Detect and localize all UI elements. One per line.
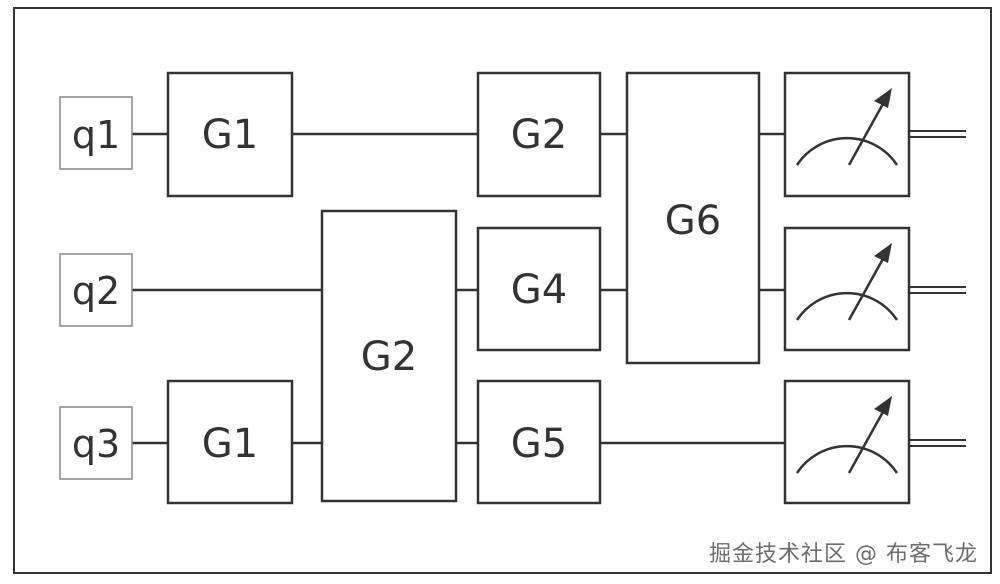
gate-g2-q1: G2 — [476, 71, 602, 198]
gate-label: G2 — [511, 112, 567, 158]
gate-box — [625, 71, 761, 365]
meter-icon — [795, 243, 899, 321]
gate-g1-q1: G1 — [166, 71, 294, 198]
qubit-label-q1: q1 — [59, 96, 133, 170]
meter-icon — [795, 396, 899, 474]
gate-g5-q3: G5 — [476, 379, 602, 505]
gate-g6-q1q2: G6 — [625, 71, 761, 365]
gate-label: G4 — [511, 267, 567, 313]
gate-box — [166, 379, 294, 505]
gate-label: G1 — [202, 112, 258, 158]
qubit-label-text: q3 — [72, 422, 120, 466]
gate-label: G5 — [511, 421, 567, 467]
wires — [132, 132, 785, 445]
meter-icon — [795, 88, 899, 166]
qubit-label-q2: q2 — [59, 253, 133, 327]
gate-box — [320, 209, 458, 503]
gate-g2-q2q3: G2 — [320, 209, 458, 503]
gate-g4-q2: G4 — [476, 226, 602, 352]
qubit-label-box — [59, 406, 133, 480]
gate-box — [476, 226, 602, 352]
gate-box — [166, 71, 294, 198]
gate-label: G1 — [202, 421, 258, 467]
watermark: 掘金技术社区 @ 布客飞龙 — [709, 542, 978, 567]
qubit-label-q3: q3 — [59, 406, 133, 480]
qubit-label-box — [59, 253, 133, 327]
measurement-q1 — [783, 71, 911, 198]
measurement-q3 — [783, 379, 911, 505]
gate-g1-q3: G1 — [166, 379, 294, 505]
qubit-label-box — [59, 96, 133, 170]
diagram-frame — [13, 7, 992, 574]
gate-label: G6 — [665, 198, 721, 244]
gate-label: G2 — [361, 334, 417, 380]
classical-outputs — [909, 130, 966, 447]
qubit-label-text: q2 — [72, 269, 120, 313]
gate-box — [476, 379, 602, 505]
measurement-q2 — [783, 226, 911, 352]
qubit-label-text: q1 — [72, 113, 120, 157]
gate-box — [476, 71, 602, 198]
